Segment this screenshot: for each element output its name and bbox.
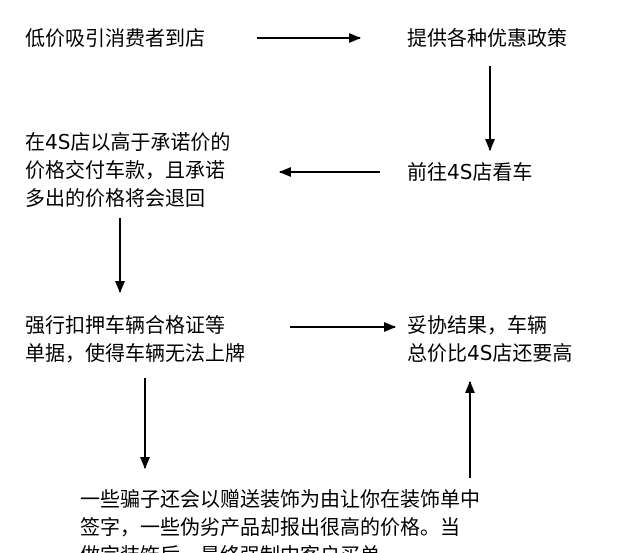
node-offers-line: 提供各种优惠政策 <box>407 26 567 50</box>
node-compromise: 妥协结果，车辆 总价比4S店还要高 <box>407 311 572 367</box>
node-overpay: 在4S店以高于承诺价的 价格交付车款，且承诺 多出的价格将会退回 <box>25 128 230 212</box>
node-overpay-line: 多出的价格将会退回 <box>25 186 205 210</box>
node-decor: 一些骗子还会以赠送装饰为由让你在装饰单中 签字，一些伪劣产品却报出很高的价格。当… <box>80 485 480 553</box>
node-visit: 前往4S店看车 <box>407 158 532 186</box>
node-decor-line: 做完装饰后，最终强制中客户买单 <box>80 541 480 553</box>
node-attract: 低价吸引消费者到店 <box>25 24 205 52</box>
node-compromise-line: 妥协结果，车辆 <box>407 313 547 337</box>
node-overpay-line: 价格交付车款，且承诺 <box>25 158 225 182</box>
node-attract-line: 低价吸引消费者到店 <box>25 26 205 50</box>
node-visit-line: 前往4S店看车 <box>407 160 533 184</box>
node-decor-line: 签字，一些伪劣产品却报出很高的价格。当 <box>80 515 460 539</box>
node-overpay-line: 在4S店以高于承诺价的 <box>25 130 231 154</box>
node-detain-line: 单据，使得车辆无法上牌 <box>25 341 245 365</box>
node-compromise-line: 总价比4S店还要高 <box>407 341 573 365</box>
node-offers: 提供各种优惠政策 <box>407 24 567 52</box>
node-detain-line: 强行扣押车辆合格证等 <box>25 313 225 337</box>
node-detain: 强行扣押车辆合格证等 单据，使得车辆无法上牌 <box>25 311 245 367</box>
node-decor-line: 一些骗子还会以赠送装饰为由让你在装饰单中 <box>80 487 480 511</box>
